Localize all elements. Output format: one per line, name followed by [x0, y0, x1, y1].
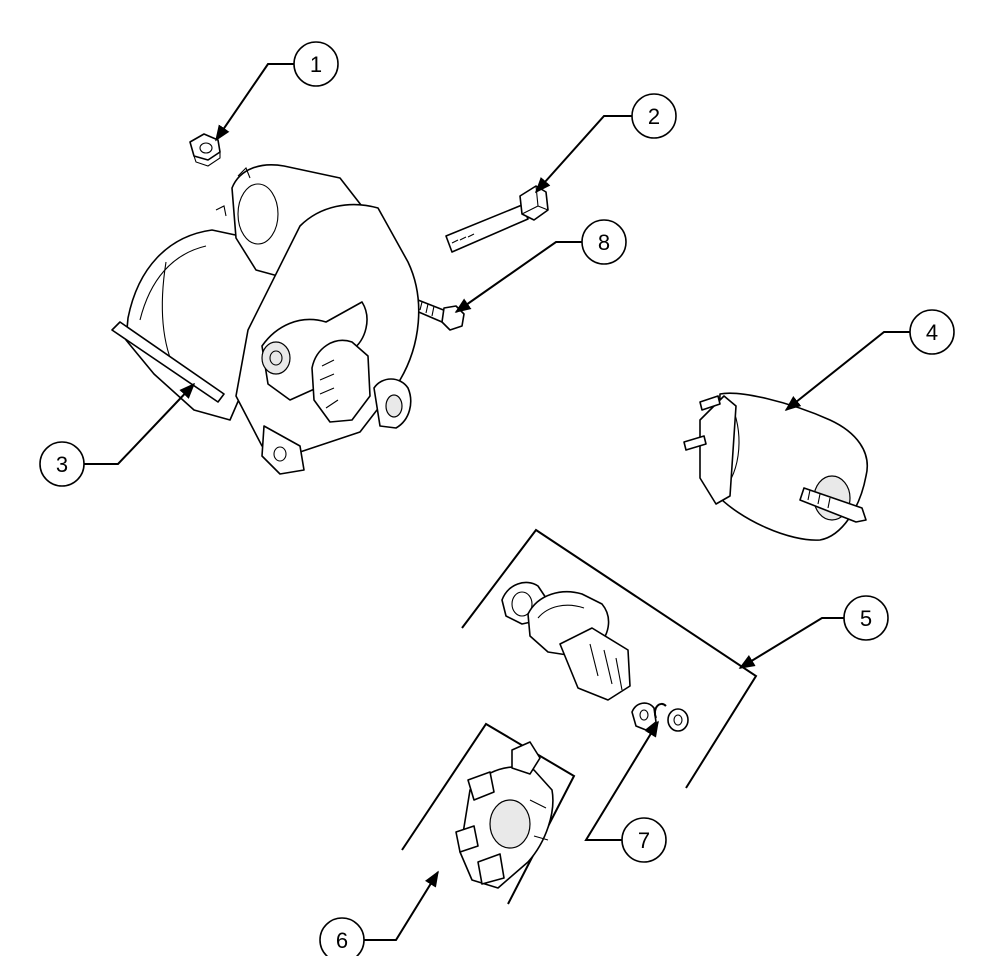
callout-8: 8 — [454, 219, 627, 313]
callout-4-label: 4 — [926, 320, 938, 345]
callout-1: 1 — [215, 41, 339, 142]
callout-3: 3 — [39, 382, 196, 487]
callout-2-label: 2 — [648, 104, 660, 129]
callout-7: 7 — [584, 720, 667, 863]
callout-6: 6 — [319, 870, 439, 956]
part-short-bolt — [413, 299, 465, 331]
callout-3-label: 3 — [56, 452, 68, 477]
part-nut — [189, 133, 221, 167]
part-solenoid — [683, 392, 869, 541]
callout-5-label: 5 — [860, 606, 872, 631]
callout-1-label: 1 — [310, 52, 322, 77]
callout-5: 5 — [738, 595, 889, 669]
part-long-bolt — [445, 185, 549, 253]
callout-2: 2 — [534, 93, 677, 194]
part-drive-group-frame — [461, 528, 758, 789]
callout-6-label: 6 — [336, 928, 348, 953]
part-washers — [631, 702, 689, 732]
callout-8-label: 8 — [598, 230, 610, 255]
callout-4: 4 — [784, 309, 955, 411]
callout-7-label: 7 — [638, 828, 650, 853]
part-drive-pinion — [501, 581, 631, 701]
part-brush-holder — [455, 741, 554, 889]
part-starter-motor — [111, 164, 420, 475]
